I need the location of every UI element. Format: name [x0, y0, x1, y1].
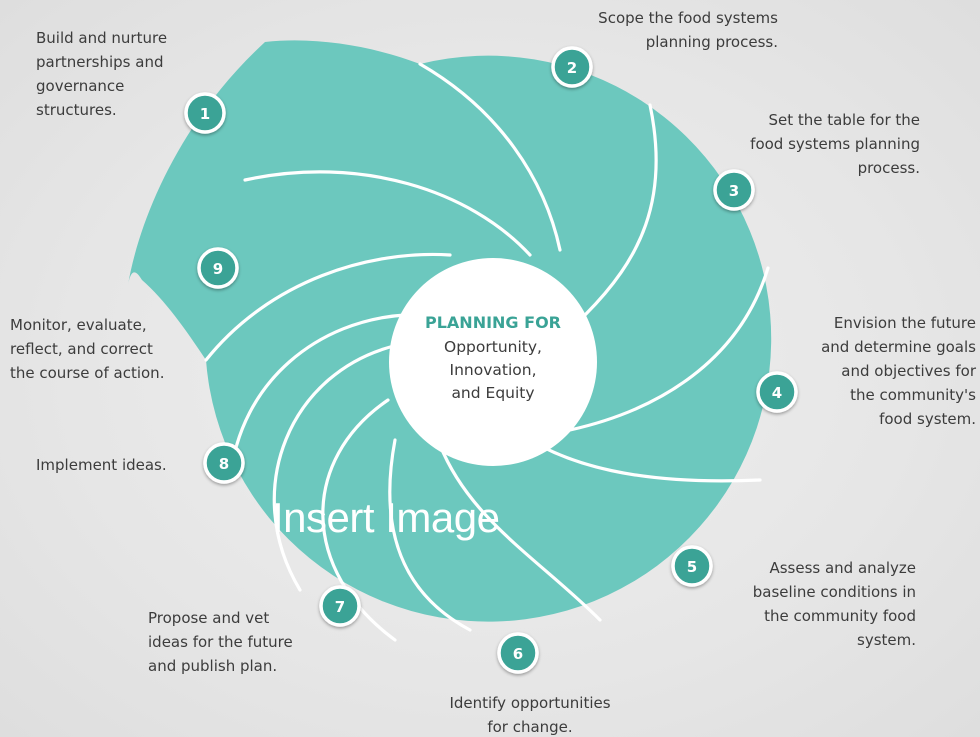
step-number-7: 7 — [335, 598, 345, 616]
divider-line — [321, 398, 397, 642]
step-number-8: 8 — [219, 455, 229, 473]
step-badge-4 — [756, 371, 798, 413]
divider-line — [243, 170, 532, 257]
step-label-7: Propose and vet ideas for the future and… — [148, 609, 293, 675]
divider-line — [418, 62, 562, 252]
step-number-3: 3 — [729, 182, 739, 200]
center-line-1: Opportunity, — [444, 338, 542, 356]
divider-line — [583, 103, 658, 317]
step-label-1: Build and nurture partnerships and gover… — [36, 29, 168, 119]
step-number-9: 9 — [213, 260, 223, 278]
step-badge-1 — [184, 92, 226, 134]
step-label-6: Identify opportunities for change. — [449, 694, 611, 736]
divider-line — [388, 438, 472, 632]
insert-image-placeholder: Insert Image — [272, 494, 500, 541]
divider-line — [204, 252, 452, 362]
center-circle — [389, 258, 597, 466]
step-number-6: 6 — [513, 645, 523, 663]
step-label-9: Monitor, evaluate, reflect, and correct … — [10, 316, 165, 382]
center-title: PLANNING FOR — [425, 313, 561, 332]
step-badge-7 — [319, 585, 361, 627]
step-number-1: 1 — [200, 105, 210, 123]
step-badge-8 — [203, 442, 245, 484]
step-number-5: 5 — [687, 558, 697, 576]
step-label-8: Implement ideas. — [36, 456, 167, 474]
center-line-3: and Equity — [451, 384, 534, 402]
center-line-2: Innovation, — [450, 361, 537, 379]
step-badge-6 — [497, 632, 539, 674]
step-number-4: 4 — [772, 384, 782, 402]
divider-line — [272, 343, 400, 592]
divider-line — [568, 266, 770, 432]
step-label-2: Scope the food systems planning process. — [598, 9, 778, 51]
step-badge-3 — [713, 169, 755, 211]
step-badge-9 — [197, 247, 239, 289]
step-badge-2 — [551, 46, 593, 88]
step-label-4: Envision the future and determine goals … — [821, 314, 976, 428]
step-label-5: Assess and analyze baseline conditions i… — [752, 559, 916, 649]
step-badge-5 — [671, 545, 713, 587]
divider-line — [438, 443, 602, 622]
step-label-3: Set the table for the food systems plann… — [750, 111, 920, 177]
divider-line — [228, 313, 407, 482]
step-number-2: 2 — [567, 59, 577, 77]
